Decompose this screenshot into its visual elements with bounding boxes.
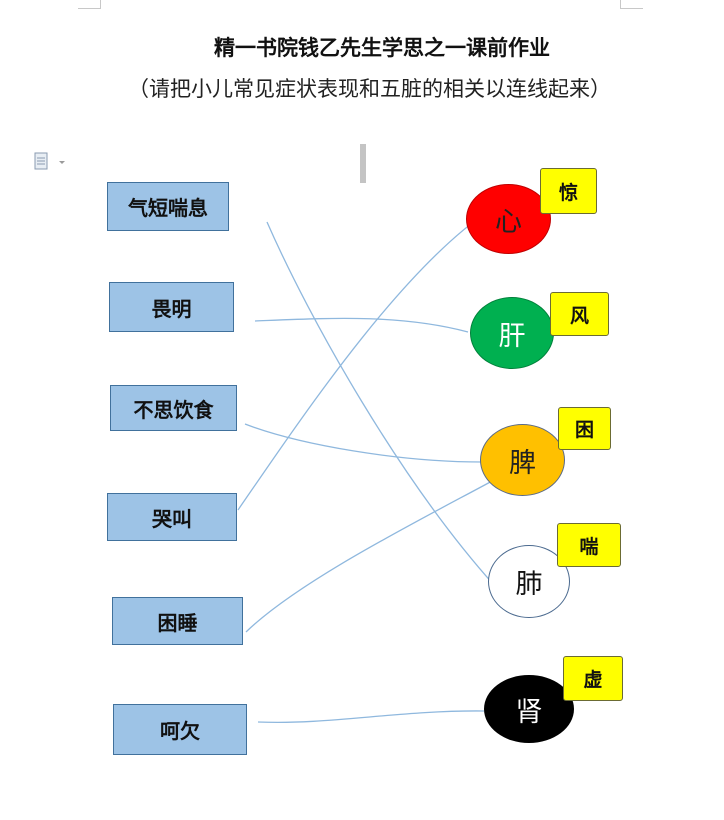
symptom-box-kujiao: 哭叫 [107,493,237,541]
organ-tag-jing: 惊 [540,168,597,214]
page-title: 精一书院钱乙先生学思之一课前作业 [214,35,550,60]
connection-line-qiduan-fei [266,221,495,586]
organ-circle-xin: 心 [466,184,551,254]
connection-line-weiming-gan [254,317,469,333]
instruction-text: （请把小儿常见症状表现和五脏的相关以连线起来） [128,77,611,101]
organ-circle-shen: 肾 [484,675,574,743]
tag-label: 喘 [579,535,599,558]
connection-line-kunshui-pi [245,479,495,633]
organ-tag-xu: 虚 [563,656,623,701]
symptom-label: 哭叫 [152,506,192,531]
scroll-cursor-bar [360,144,366,183]
paste-options-icon[interactable] [33,152,73,172]
symptom-label: 呵欠 [160,719,200,743]
organ-tag-kun: 困 [558,407,611,450]
organ-label: 肝 [498,320,526,352]
organ-circle-gan: 肝 [470,297,554,369]
symptom-label: 气短喘息 [128,196,208,220]
tag-label: 虚 [583,669,603,691]
symptom-box-haqian: 呵欠 [113,704,247,755]
symptom-label: 畏明 [151,296,192,321]
tag-label: 困 [574,419,594,441]
organ-circle-fei: 肺 [488,545,570,618]
tag-label: 惊 [558,181,578,204]
tag-label: 风 [569,304,589,327]
symptom-label: 困睡 [157,610,198,635]
symptom-box-busiyinshi: 不思饮食 [110,385,237,431]
connection-line-busi-pi [244,423,483,463]
symptom-box-kunshui: 困睡 [112,597,243,645]
connection-line-haqian-shen [257,710,485,724]
organ-label: 肺 [515,569,543,600]
organ-label: 肾 [515,696,543,728]
page-corner-mark-right [620,0,643,9]
organ-tag-chuan: 喘 [557,523,621,567]
symptom-box-qiduanchuanxi: 气短喘息 [107,182,229,231]
organ-label: 心 [495,206,522,238]
organ-circle-pi: 脾 [480,424,565,496]
organ-label: 脾 [509,447,536,479]
symptom-label: 不思饮食 [133,397,214,422]
symptom-box-weiming: 畏明 [109,282,234,332]
page-corner-mark-left [78,0,101,9]
organ-tag-feng: 风 [550,292,609,336]
connection-line-kujiao-xin [237,209,491,511]
